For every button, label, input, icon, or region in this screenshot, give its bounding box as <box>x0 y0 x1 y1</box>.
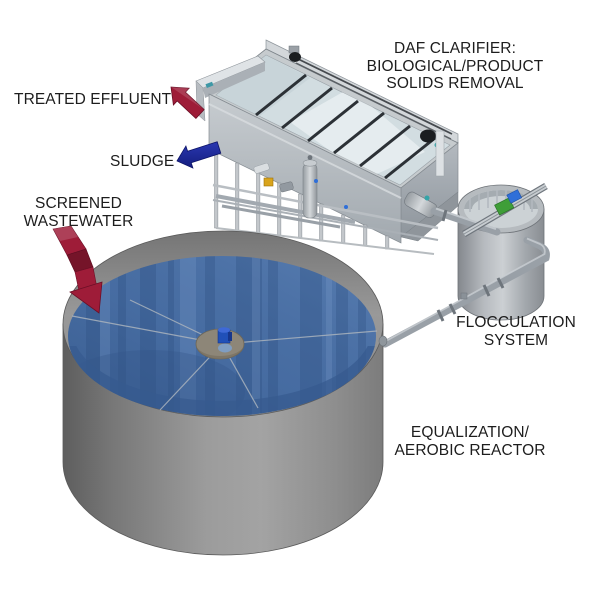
treated-effluent-arrow <box>170 86 205 119</box>
flocculation-tank <box>381 182 550 348</box>
sludge-arrow <box>176 141 222 169</box>
label-treated-effluent: TREATED EFFLUENT <box>14 91 172 108</box>
effluent-launder-side <box>203 62 265 98</box>
reactor-water-depth-shadow <box>69 346 375 416</box>
pipe-valve <box>460 292 468 300</box>
pipe-flanges <box>436 277 505 322</box>
equalization-reactor-tank <box>62 230 388 556</box>
aerator-opening <box>218 343 232 353</box>
feed-pump <box>279 181 294 193</box>
daf-support-frame <box>212 151 439 255</box>
daf-end-column <box>435 130 445 177</box>
daf-water-shadow <box>216 55 310 122</box>
floc-mixer-bridge <box>462 182 548 238</box>
skimmer-rail <box>295 62 452 140</box>
label-flocculation-system: FLOCCULATION SYSTEM <box>456 314 576 349</box>
daf-to-floc-pipe <box>404 191 501 236</box>
label-screened-wastewater: SCREENED WASTEWATER <box>23 195 134 230</box>
valve-handle-blue <box>344 205 348 209</box>
label-equalization-reactor: EQUALIZATION/ AEROBIC REACTOR <box>394 424 546 459</box>
screened-wastewater-arrow <box>52 225 103 314</box>
skimmer-rail <box>293 56 453 135</box>
label-daf-clarifier: DAF CLARIFIER: BIOLOGICAL/PRODUCT SOLIDS… <box>366 40 544 92</box>
pump-fitting <box>424 195 430 201</box>
yellow-valve <box>263 177 274 187</box>
valve-handle-blue <box>314 179 318 183</box>
skimmer-sprocket-left <box>289 52 301 62</box>
floc-mixer-motor-blue <box>506 189 523 204</box>
launder-fitting <box>205 81 214 88</box>
recycle-pump <box>253 162 270 174</box>
daf-clarifier-unit <box>195 39 459 255</box>
floc-to-reactor-pipe <box>381 236 550 348</box>
process-pipe <box>221 204 341 229</box>
vessel-valve <box>307 155 313 160</box>
sludge-pipe <box>215 194 356 224</box>
skimmer-sprocket-right <box>420 129 436 143</box>
skimmer-flight-bars <box>255 73 436 180</box>
air-saturation-vessel <box>302 162 318 219</box>
vessel-cap <box>302 159 318 167</box>
reactor-inlet-nozzle <box>378 335 388 347</box>
skimmer-drive-motor <box>288 45 300 54</box>
floating-aerator <box>195 327 245 360</box>
daf-wall-seam <box>208 103 402 199</box>
pipe-flange <box>441 209 448 222</box>
label-sludge: SLUDGE <box>110 153 175 170</box>
treated-effluent-arrow-highlight <box>171 87 205 110</box>
